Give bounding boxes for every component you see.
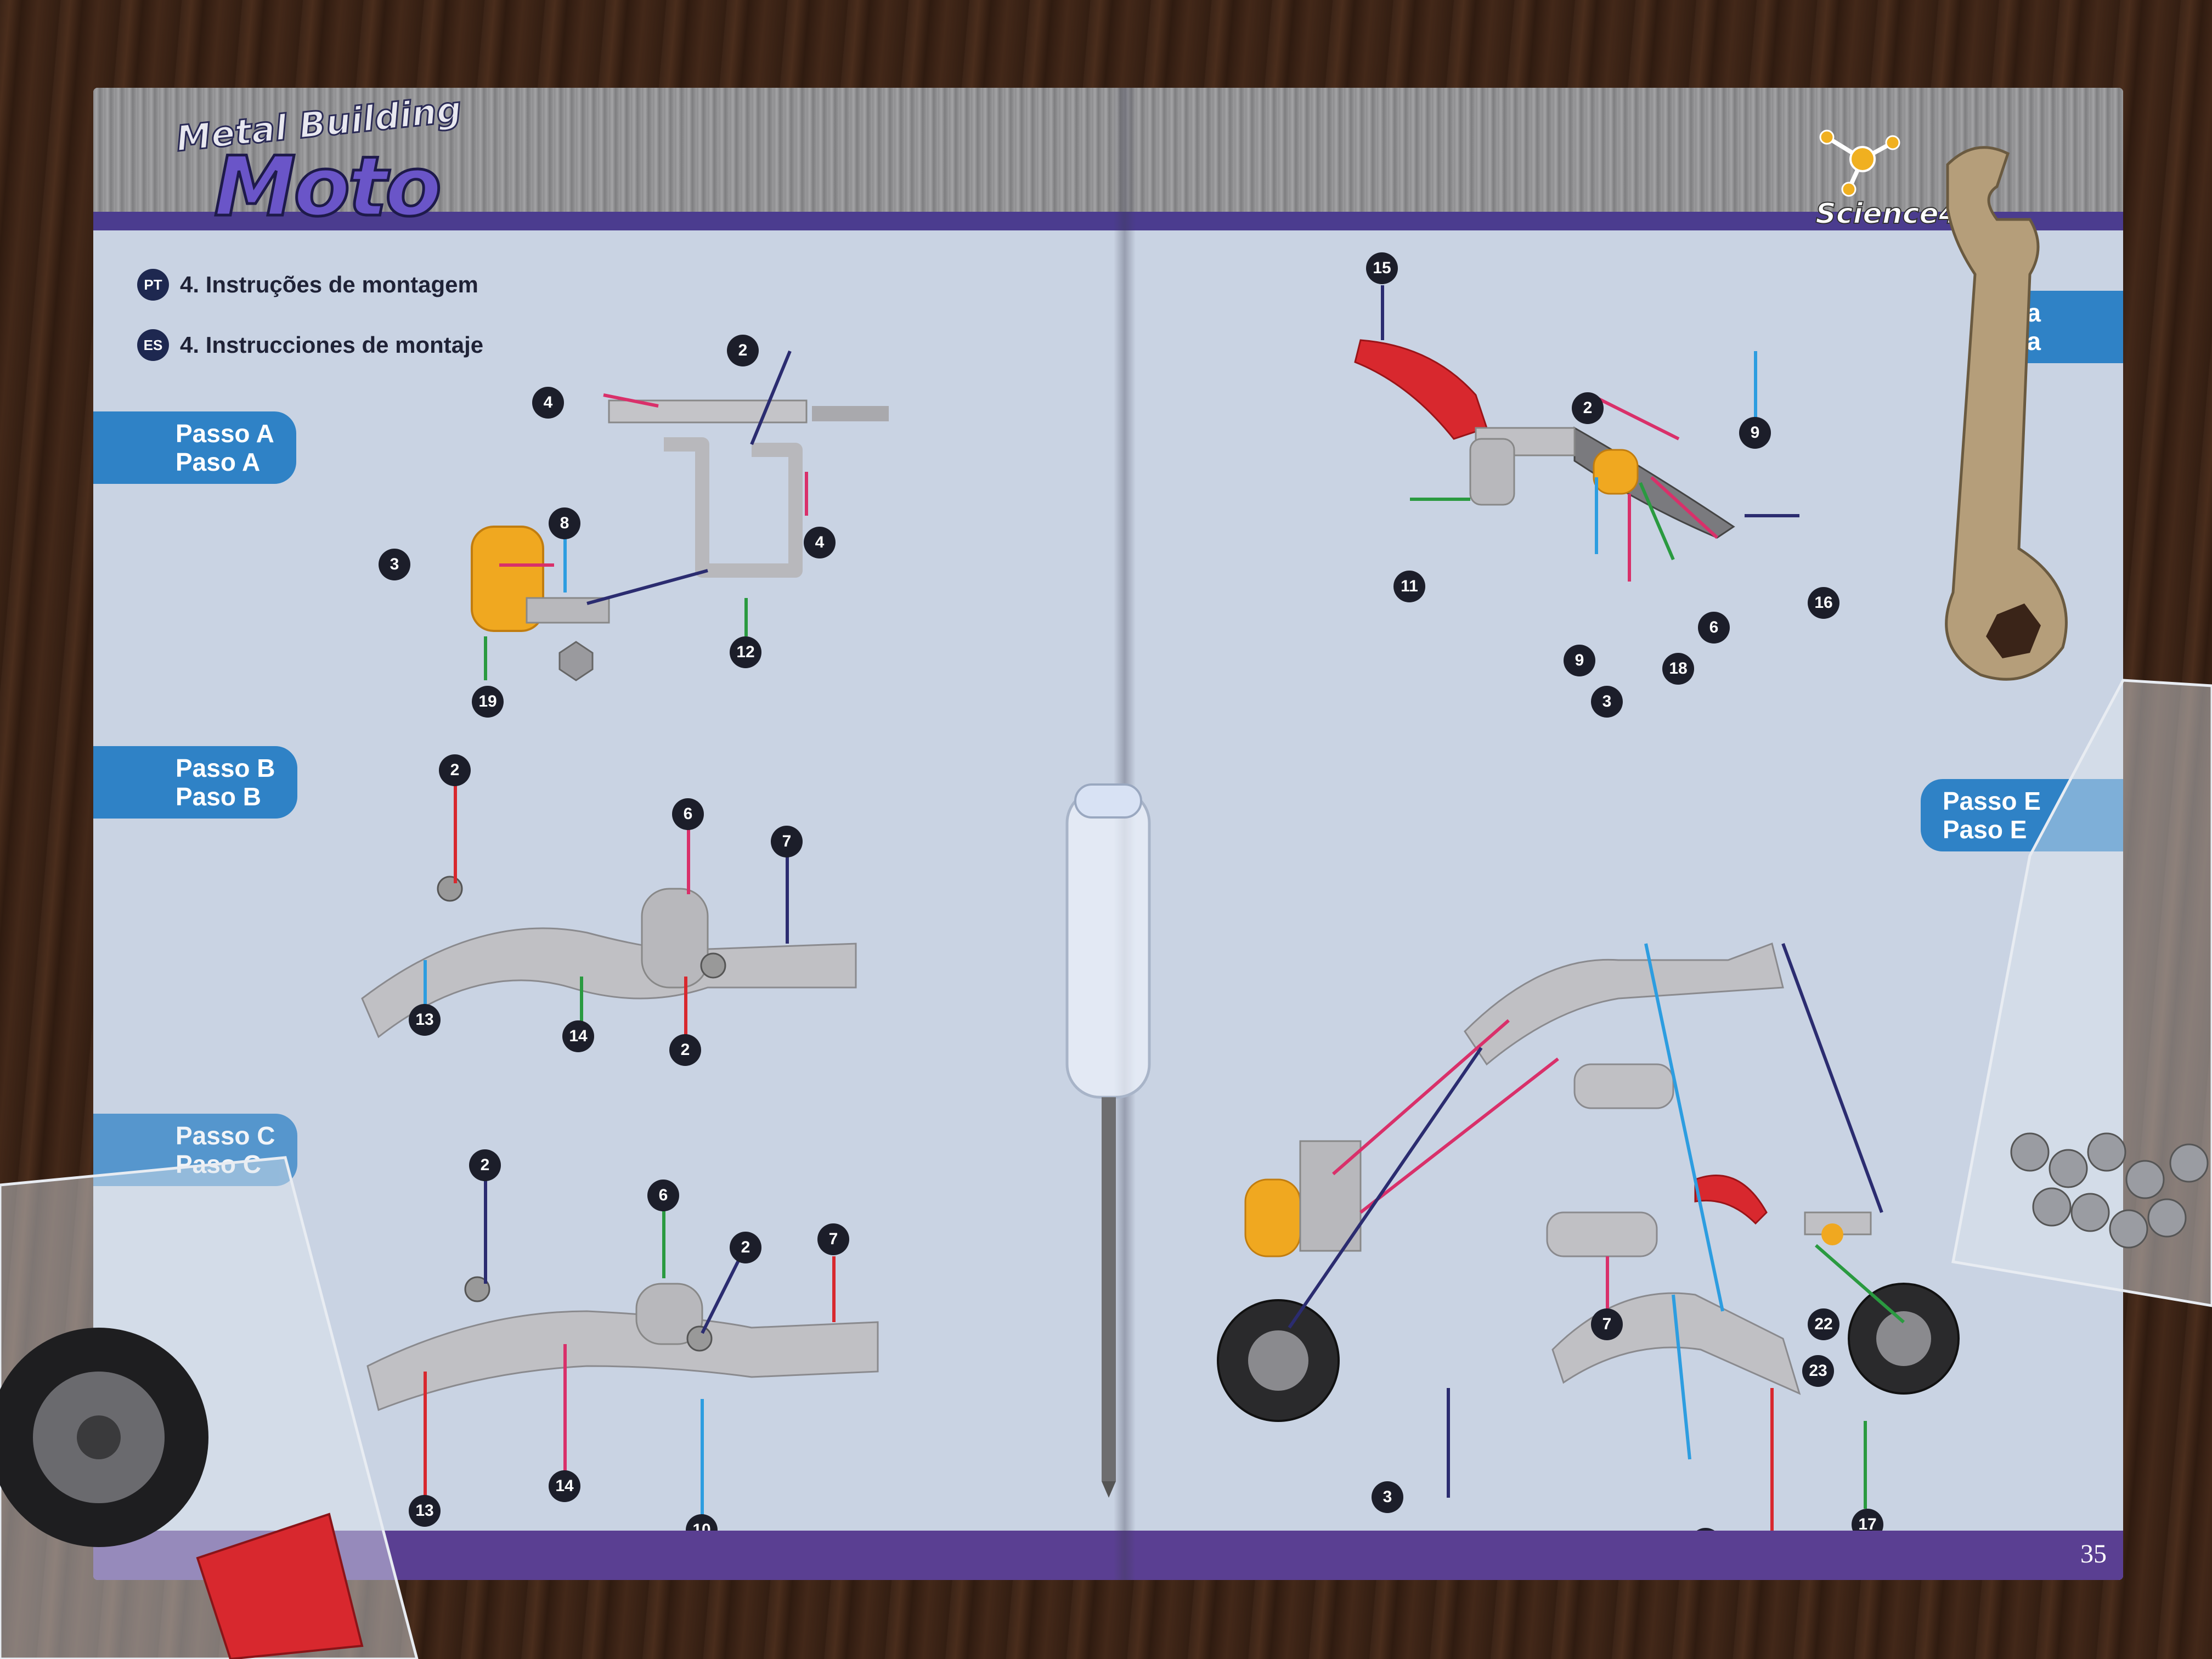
part-badge: 2: [1572, 392, 1604, 424]
brand-name: Science4: [1815, 197, 1959, 231]
logo-title: Moto: [212, 138, 443, 236]
part-badge: 4: [804, 527, 836, 558]
step-b-line2: Paso B: [176, 782, 261, 811]
step-e-diagram: [1217, 943, 1960, 1542]
right-footer: 35: [1125, 1531, 2123, 1580]
step-b-diagram: [361, 779, 857, 1053]
part-badge: 13: [409, 1004, 441, 1036]
part-badge: 9: [1739, 417, 1771, 449]
product-logo: Metal Building Moto: [173, 88, 464, 236]
part-badge: 23: [1802, 1355, 1834, 1387]
part-badge: 3: [1591, 686, 1623, 718]
part-badge: 12: [730, 636, 761, 668]
molecule-icon: [1819, 129, 1900, 197]
part-badge: 14: [562, 1020, 594, 1052]
left-diagrams: [361, 350, 889, 1520]
page-number: 35: [2080, 1539, 2107, 1568]
part-badge: 4: [532, 387, 564, 419]
part-badge: 3: [1372, 1481, 1403, 1513]
part-badge: 7: [771, 826, 803, 857]
step-c-diagram: [366, 1174, 879, 1520]
step-a-label: Passo A Paso A: [93, 411, 296, 484]
instruction-pt: PT 4. Instruções de montagem: [137, 269, 478, 301]
step-d-diagram: [1354, 285, 1799, 582]
part-badge: 9: [1564, 645, 1595, 676]
part-badge: 2: [669, 1034, 701, 1066]
part-badge: 18: [1662, 653, 1694, 685]
left-page: Metal Building Moto PT 4. Instruções de …: [93, 88, 1125, 1580]
part-badge: 15: [1366, 252, 1398, 284]
left-header: [93, 88, 1125, 230]
step-b-label: Passo B Paso B: [93, 746, 297, 819]
part-badge: 19: [472, 686, 504, 718]
part-badge: 6: [1698, 612, 1730, 644]
step-a-line1: Passo A: [176, 419, 274, 448]
step-b-line1: Passo B: [176, 754, 275, 782]
part-badge: 2: [469, 1149, 501, 1181]
step-a-line2: Paso A: [176, 448, 261, 476]
part-badge: 6: [647, 1180, 679, 1211]
instruction-es: ES 4. Instrucciones de montaje: [137, 329, 483, 361]
part-badge: 13: [409, 1495, 441, 1527]
step-c-line1: Passo C: [176, 1121, 275, 1150]
instruction-pt-text: 4. Instruções de montagem: [180, 272, 478, 297]
pt-flag-icon: PT: [137, 269, 169, 301]
instruction-es-text: 4. Instrucciones de montaje: [180, 332, 484, 358]
part-badge: 11: [1393, 571, 1425, 602]
part-badge: 22: [1808, 1308, 1839, 1340]
part-badge: 6: [672, 798, 704, 830]
part-badge: 2: [439, 754, 471, 786]
book-spine: [1114, 88, 1136, 1580]
es-flag-icon: ES: [137, 329, 169, 361]
part-badge: 8: [549, 507, 580, 539]
right-page: Science4 Pa Pa Passo E Paso E: [1125, 88, 2123, 1580]
part-badge: 2: [727, 335, 759, 366]
part-badge: 2: [730, 1232, 761, 1263]
part-badge: 7: [817, 1223, 849, 1255]
left-footer: [93, 1531, 1125, 1580]
part-badge: 3: [379, 549, 410, 580]
right-diagrams: [1217, 285, 1960, 1542]
step-a-diagram: [471, 350, 889, 681]
part-badge: 7: [1591, 1308, 1623, 1340]
part-badge: 16: [1808, 587, 1839, 619]
part-badge: 14: [549, 1470, 580, 1502]
